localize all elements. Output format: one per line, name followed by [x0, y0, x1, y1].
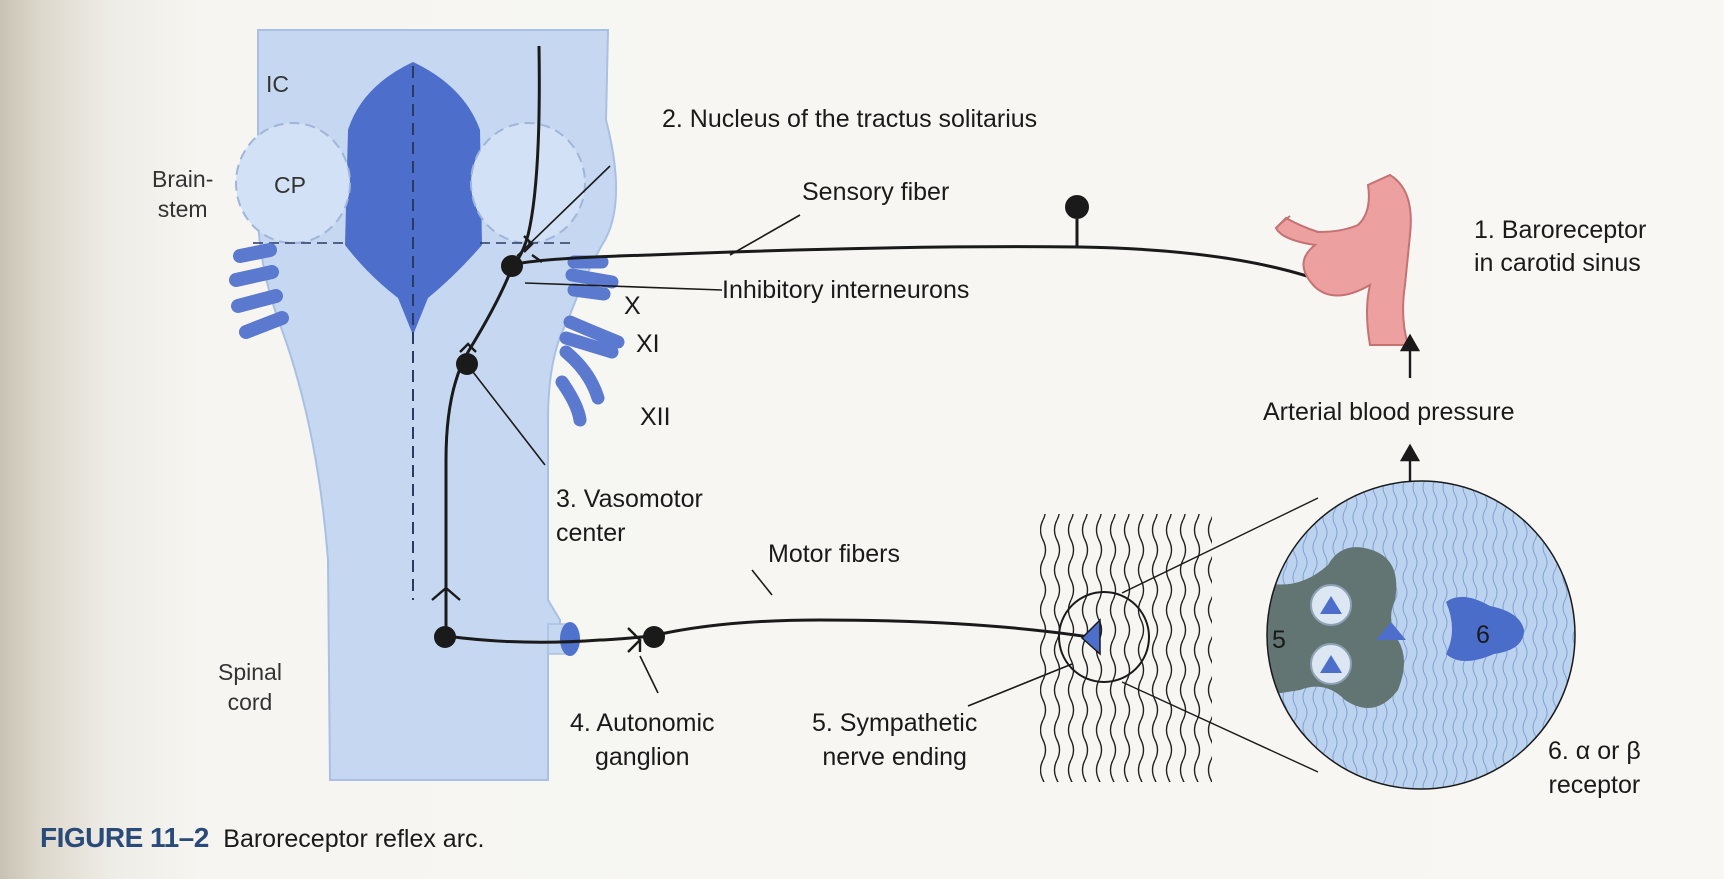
- nts-neuron: [501, 255, 523, 277]
- figure-title: Baroreceptor reflex arc.: [223, 825, 484, 853]
- callout-vasomotor: 3. Vasomotor center: [556, 482, 703, 550]
- spinal-nerve-root: [560, 622, 580, 656]
- figure-caption: FIGURE 11–2 Baroreceptor reflex arc.: [40, 822, 484, 854]
- callout-receptor: 6. α or β receptor: [1548, 734, 1641, 802]
- vasomotor-neuron: [456, 353, 478, 375]
- label-nerve-xii: XII: [640, 402, 671, 433]
- label-nerve-x: X: [624, 291, 641, 322]
- callout-nucleus: 2. Nucleus of the tractus solitarius: [662, 104, 1037, 135]
- callout-sympathetic-ending: 5. Sympathetic nerve ending: [812, 706, 977, 774]
- figure-number: FIGURE 11–2: [40, 822, 209, 853]
- callout-baroreceptor: 1. Baroreceptor in carotid sinus: [1474, 214, 1646, 280]
- callout-autonomic-ganglion: 4. Autonomic ganglion: [570, 706, 715, 774]
- callout-motor-fibers: Motor fibers: [768, 539, 900, 570]
- label-ic: IC: [266, 71, 289, 98]
- magnified-synapse: [1260, 475, 1590, 795]
- label-brainstem: Brain- stem: [152, 164, 213, 224]
- label-cp: CP: [274, 172, 306, 199]
- label-num-5: 5: [1272, 625, 1286, 656]
- callout-sensory-fiber: Sensory fiber: [802, 177, 949, 208]
- ganglion-neuron: [643, 626, 665, 648]
- label-num-6: 6: [1476, 620, 1490, 651]
- label-nerve-xi: XI: [636, 329, 660, 360]
- brainstem: [236, 30, 616, 780]
- cerebellar-peduncle-right: [471, 123, 585, 243]
- nerve-xii-root: [562, 382, 580, 420]
- preganglionic-neuron: [434, 626, 456, 648]
- sensory-neuron-body: [1065, 195, 1089, 219]
- callout-arterial-bp: Arterial blood pressure: [1263, 397, 1515, 428]
- callout-inhibitory-interneurons: Inhibitory interneurons: [722, 275, 969, 306]
- label-spinal-cord: Spinal cord: [218, 657, 282, 717]
- carotid-artery: [1276, 175, 1411, 345]
